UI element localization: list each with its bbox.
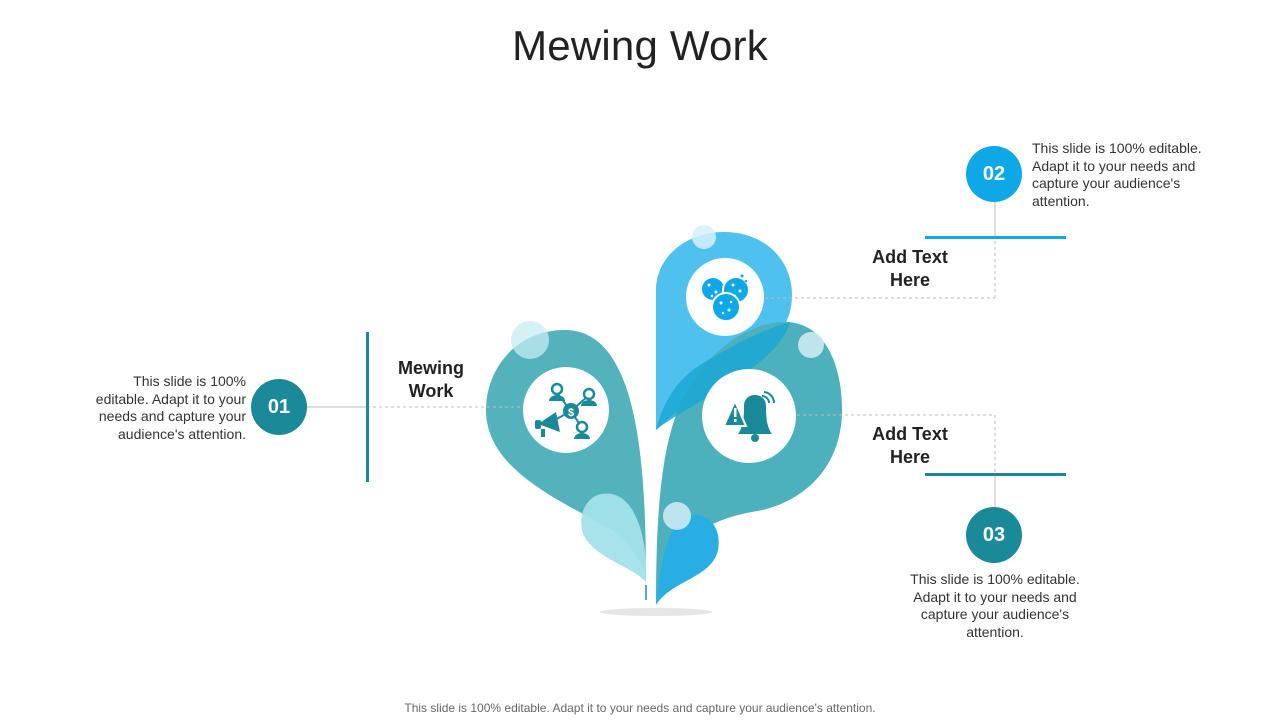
- bubble: [692, 225, 716, 249]
- description-02: This slide is 100% editable. Adapt it to…: [1032, 140, 1202, 209]
- leaf-overlap: [656, 322, 790, 430]
- bud-bottom-right: [656, 514, 719, 605]
- megaphone-network-icon: $: [535, 382, 597, 439]
- bud-bottom-left: [581, 493, 647, 582]
- connector-lines: [367, 238, 996, 475]
- divider-03: [925, 473, 1066, 476]
- number-badge-03: 03: [966, 507, 1022, 563]
- alert-bell-icon: [722, 391, 776, 442]
- page-title: Mewing Work: [512, 22, 768, 69]
- bubble: [798, 332, 824, 358]
- plant-shadow: [600, 608, 712, 616]
- cookies-icon: [702, 274, 750, 322]
- description-01: This slide is 100% editable. Adapt it to…: [95, 373, 246, 442]
- svg-text:$: $: [568, 407, 574, 419]
- number-badge-02: 02: [966, 146, 1022, 202]
- heading-03: Add Text Here: [872, 424, 948, 467]
- bubble: [663, 502, 691, 530]
- divider-01: [366, 332, 369, 482]
- description-03: This slide is 100% editable. Adapt it to…: [910, 571, 1080, 640]
- footer-note: This slide is 100% editable. Adapt it to…: [404, 701, 876, 715]
- divider-02: [925, 236, 1066, 239]
- bubble: [511, 321, 549, 359]
- heading-02: Add Text Here: [872, 247, 948, 290]
- heading-01: Mewing Work: [398, 358, 464, 401]
- number-badge-01: 01: [251, 379, 307, 435]
